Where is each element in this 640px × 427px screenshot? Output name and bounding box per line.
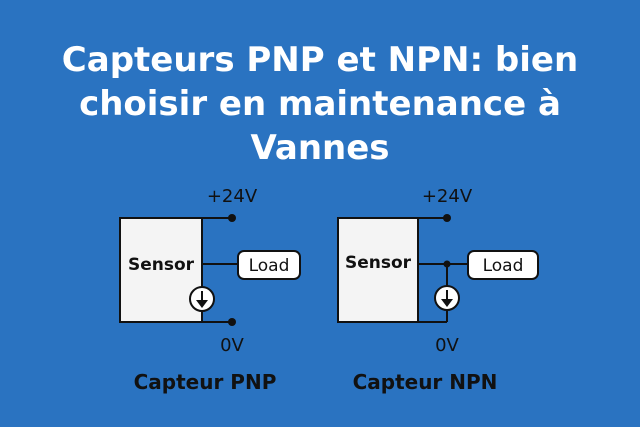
pnp-sensor-label: Sensor — [128, 255, 195, 275]
pnp-circuit: Sensor Load +24V 0V Capteur PNP — [119, 186, 301, 394]
npn-load-box — [467, 250, 539, 280]
npn-current-sink-icon — [434, 285, 460, 311]
pnp-sensor-box — [119, 217, 203, 323]
npn-caption: Capteur NPN — [353, 370, 498, 394]
pnp-bottom-voltage: 0V — [220, 335, 244, 356]
pnp-load-label: Load — [249, 256, 290, 276]
npn-sensor-label: Sensor — [345, 253, 412, 273]
pnp-caption: Capteur PNP — [134, 370, 277, 394]
pnp-load-box — [237, 250, 301, 280]
npn-top-terminal — [443, 214, 451, 222]
npn-load-label: Load — [483, 256, 524, 276]
npn-sensor-box — [337, 217, 419, 323]
pnp-bottom-terminal — [228, 318, 236, 326]
npn-circuit: Sensor Load +24V 0V Capteur NPN — [337, 186, 539, 394]
npn-top-voltage: +24V — [422, 186, 473, 207]
pnp-current-source-icon — [189, 286, 215, 312]
pnp-top-voltage: +24V — [207, 186, 258, 207]
page-title: Capteurs PNP et NPN: bien choisir en mai… — [61, 40, 579, 168]
pnp-top-terminal — [228, 214, 236, 222]
npn-bottom-voltage: 0V — [435, 335, 459, 356]
